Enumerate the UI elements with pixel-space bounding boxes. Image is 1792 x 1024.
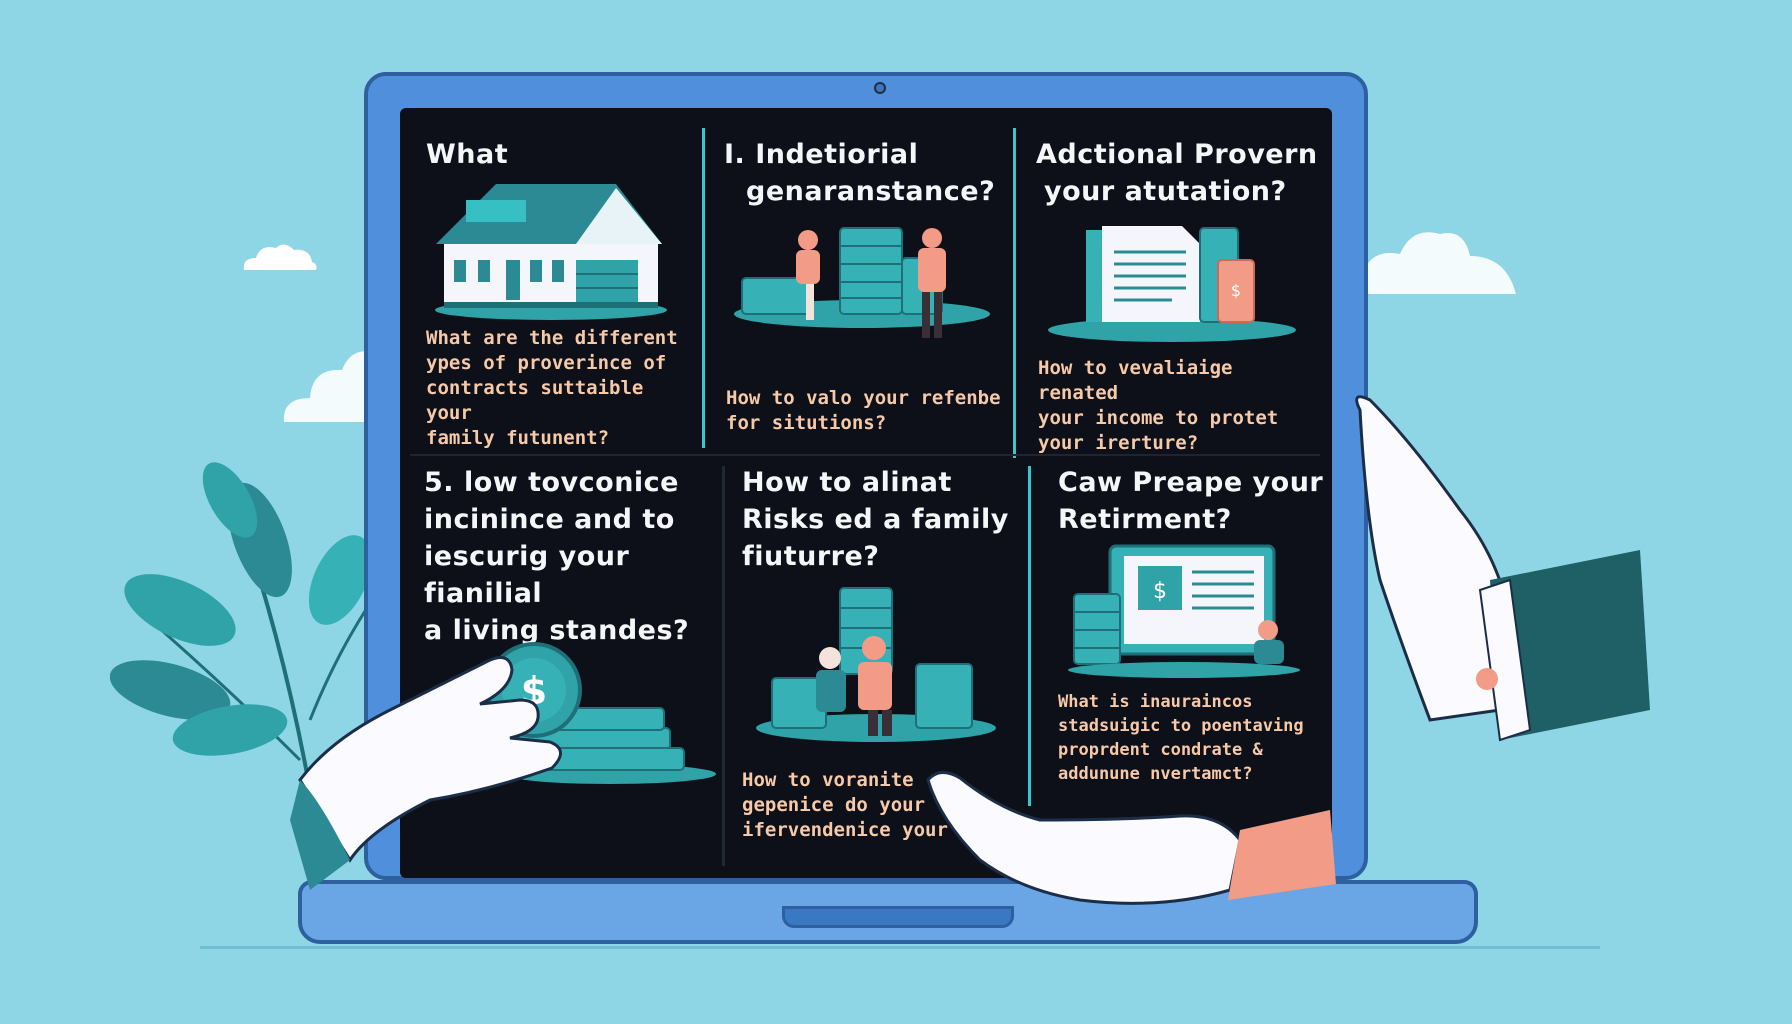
panel-divider [1013, 128, 1016, 458]
panel-heading: 5. low tovconice incinince and to iescur… [424, 464, 724, 649]
panel-heading: How to alinat Risks ed a family fiuturre… [742, 464, 1032, 575]
question-line: gepenice do your [742, 794, 926, 816]
question-line: How to valo your refenbe [726, 387, 1001, 409]
question-line: ifervendenice your [742, 819, 948, 841]
question-line: your irerture? [1038, 432, 1199, 454]
panel-bottom-left: 5. low tovconice incinince and to iescur… [424, 464, 724, 649]
laptop-screen: What What are the different [400, 108, 1332, 878]
heading-line: Caw Preape your [1058, 467, 1324, 498]
svg-text:$: $ [1231, 281, 1241, 300]
panel-divider [1028, 466, 1031, 806]
seated-couple-money-icon [740, 578, 1010, 758]
panel-heading: I. Indetiorial genaranstance? [724, 136, 1014, 210]
heading-line: What [426, 139, 509, 170]
cloud-icon [1330, 222, 1520, 298]
right-hand-icon [1340, 380, 1660, 800]
webcam-icon [874, 82, 886, 94]
panel-question: How to valo your refenbe for situtions? [726, 386, 1011, 436]
panel-heading: Adctional Provern your atutation? [1036, 136, 1326, 210]
question-line: What are the different [426, 327, 678, 349]
panel-heading: What [426, 136, 696, 173]
panel-question: How to voranite gepenice do your iferven… [742, 768, 1022, 843]
panel-top-left: What [426, 136, 696, 173]
heading-line: iescurig your fianilial [424, 541, 630, 609]
panel-bottom-right: Caw Preape your Retirment? [1058, 464, 1328, 538]
question-line: How to vevaliaige renated [1038, 357, 1233, 404]
cloud-icon [238, 238, 320, 274]
heading-line: incinince and to [424, 504, 675, 535]
heading-line: fiuturre? [742, 541, 880, 572]
svg-text:$: $ [1153, 579, 1167, 604]
heading-line: I. Indetiorial [724, 139, 919, 170]
question-line: contracts suttaible your [426, 377, 644, 424]
panel-heading: Caw Preape your Retirment? [1058, 464, 1328, 538]
cufflink-icon [1476, 668, 1498, 690]
panel-bottom-middle: How to alinat Risks ed a family fiuturre… [742, 464, 1032, 575]
question-line: for situtions? [726, 412, 887, 434]
house-icon [426, 174, 676, 324]
monitor-and-savings-icon: $ [1054, 542, 1304, 682]
panel-divider [722, 466, 725, 866]
heading-line: Risks ed a family [742, 504, 1009, 535]
panel-top-right: Adctional Provern your atutation? [1036, 136, 1326, 210]
question-line: your income to protet [1038, 407, 1279, 429]
laptop-notch [782, 906, 1014, 928]
heading-line: How to alinat [742, 467, 952, 498]
question-line: stadsuigic to poentaving [1058, 716, 1304, 736]
heading-line: genaranstance? [746, 176, 996, 207]
heading-line: 5. low tovconice [424, 467, 679, 498]
bottom-hand-icon [920, 760, 1340, 920]
document-and-money-icon: $ [1032, 220, 1312, 350]
heading-line: a living standes? [424, 615, 690, 646]
question-line: ypes of proverince of [426, 352, 667, 374]
ground-line [200, 946, 1600, 949]
question-line: What is inauraincos [1058, 692, 1253, 712]
row-divider [410, 454, 1320, 456]
heading-line: Adctional Provern [1036, 139, 1318, 170]
heading-line: your atutation? [1044, 176, 1287, 207]
panel-question: How to vevaliaige renated your income to… [1038, 356, 1323, 456]
panel-top-middle: I. Indetiorial genaranstance? [724, 136, 1014, 210]
panel-question: What is inauraincos stadsuigic to poenta… [1058, 690, 1328, 786]
question-line: family futunent? [426, 427, 610, 449]
heading-line: Retirment? [1058, 504, 1232, 535]
panel-question: What are the different ypes of proverinc… [426, 326, 696, 451]
question-line: How to voranite [742, 769, 914, 791]
hand-holding-coin-icon: $ [290, 600, 620, 900]
couple-with-money-stacks-icon [722, 226, 1002, 386]
panel-divider [702, 128, 705, 448]
question-line: addunune nvertamct? [1058, 764, 1253, 784]
question-line: proprdent condrate & [1058, 740, 1263, 760]
